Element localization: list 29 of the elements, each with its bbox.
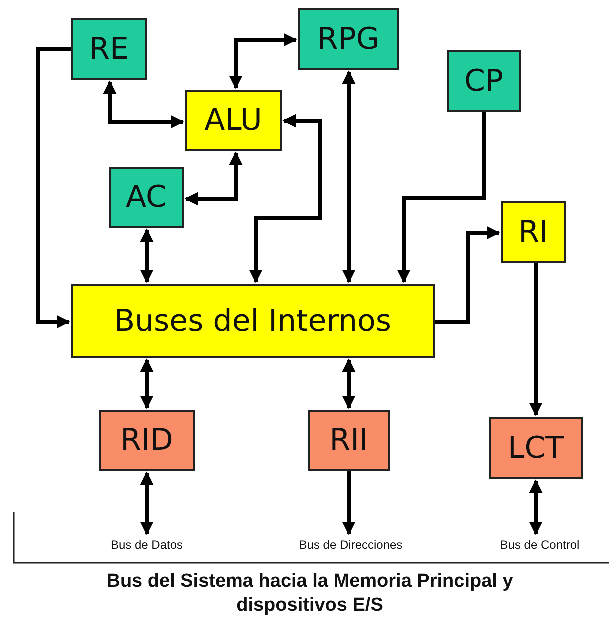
- arrow: [36, 47, 71, 329]
- register-box: RII: [308, 410, 390, 471]
- arrow: [140, 472, 154, 536]
- register-box: RI: [501, 201, 566, 263]
- register-box: CP: [447, 50, 521, 112]
- bus-label: Bus de Direcciones: [265, 536, 437, 554]
- arrow: [229, 33, 298, 90]
- arrow: [249, 114, 322, 284]
- caption: Bus del Sistema hacia la Memoria Principal y dispositivos E/S: [106, 570, 514, 618]
- arrow: [140, 228, 154, 284]
- register-box: RE: [71, 18, 147, 80]
- arrow: [140, 358, 154, 410]
- register-box: Buses del Internos: [71, 284, 435, 358]
- bus-label: Bus de Control: [471, 536, 609, 554]
- arrow: [529, 263, 543, 416]
- register-box: RID: [99, 410, 195, 471]
- arrow: [342, 358, 356, 410]
- arrow: [435, 226, 500, 324]
- arrow: [397, 112, 486, 284]
- bus-label: Bus de Datos: [82, 536, 212, 554]
- register-box: RPG: [298, 8, 399, 70]
- arrow: [342, 471, 356, 536]
- register-box: ALU: [185, 90, 282, 151]
- arrow: [529, 480, 543, 536]
- arrow: [103, 80, 184, 129]
- arrow: [184, 152, 243, 206]
- register-box: LCT: [489, 417, 583, 479]
- arrow: [342, 70, 356, 284]
- register-box: AC: [109, 167, 184, 228]
